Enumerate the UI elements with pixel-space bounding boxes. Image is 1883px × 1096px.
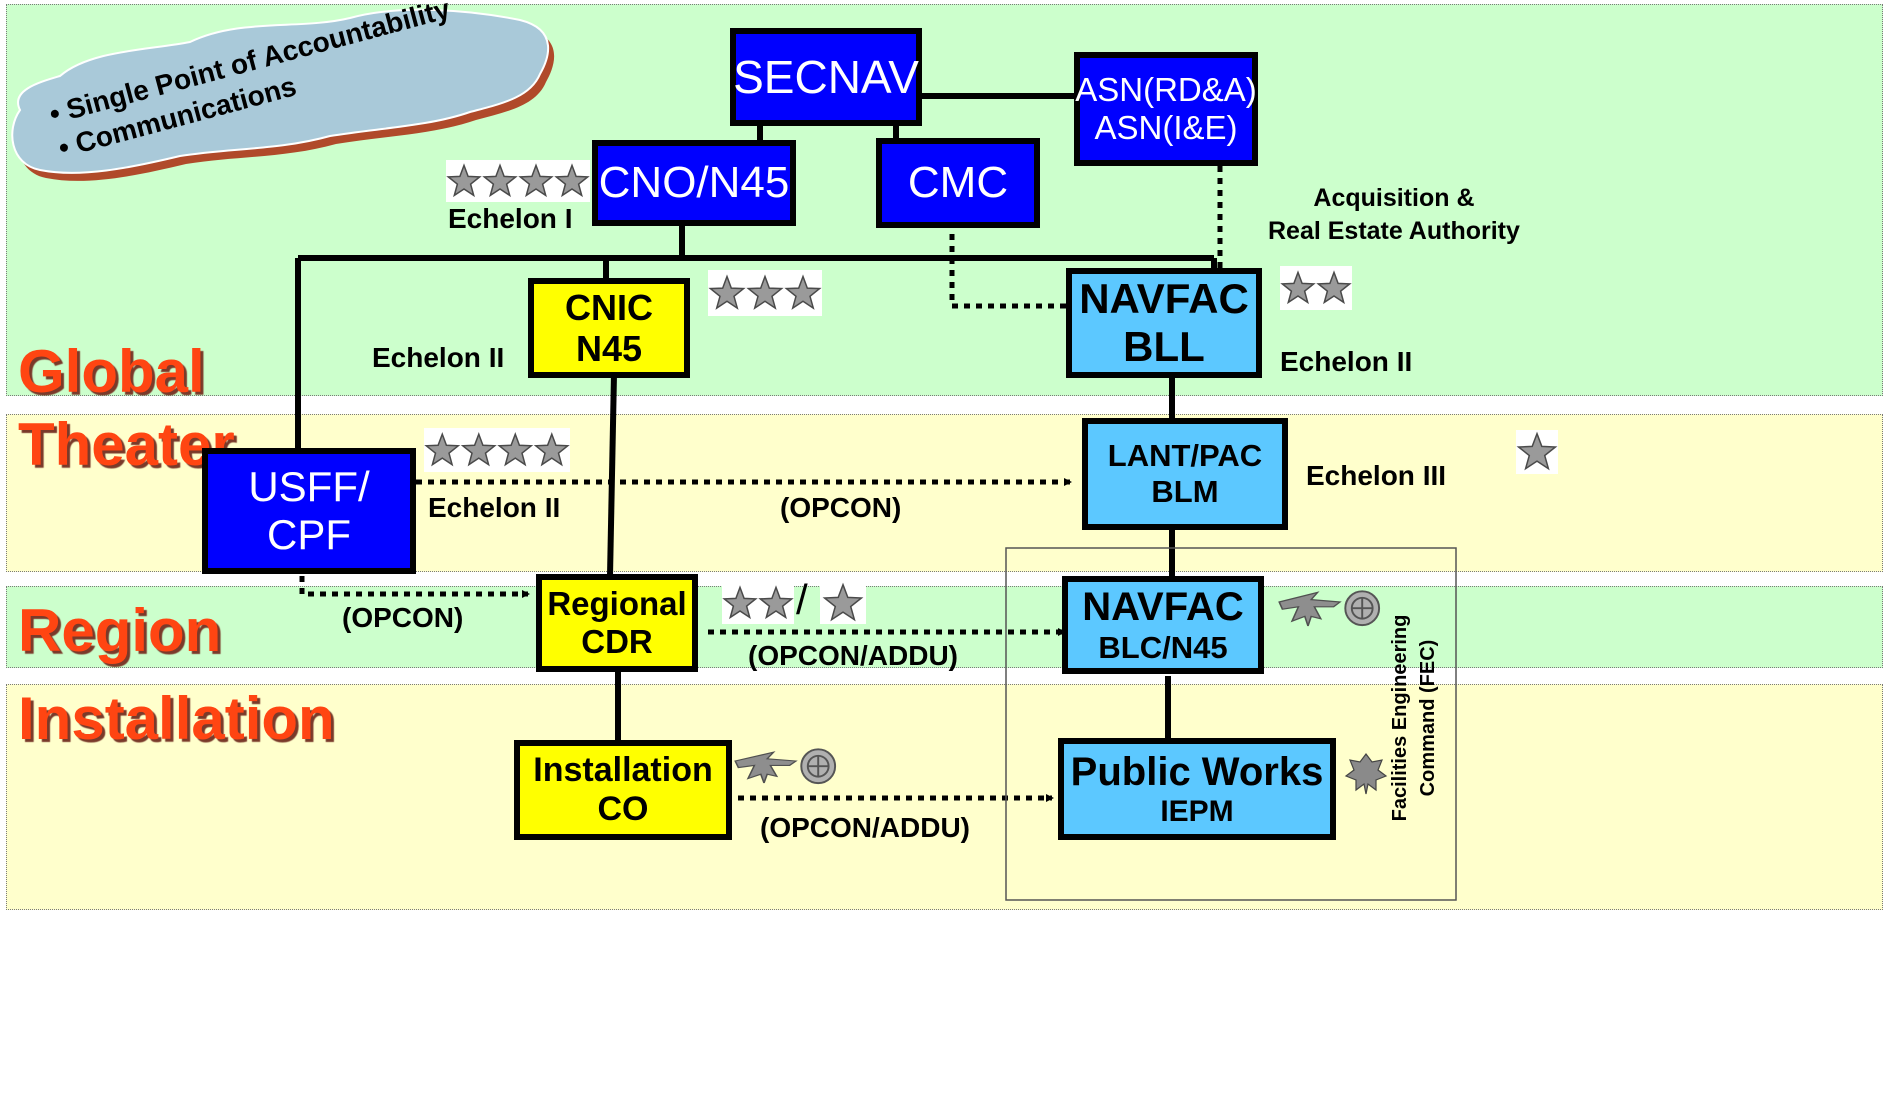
node-navfac-bll-line-2: BLL xyxy=(1123,323,1205,370)
connector-cnic-regional xyxy=(607,373,617,577)
star-icon xyxy=(708,274,746,310)
label-acquisition-line-2: Real Estate Authority xyxy=(1268,216,1520,245)
node-navfac-bll: NAVFAC BLL xyxy=(1066,268,1262,378)
node-installation-co-line-1: Installation xyxy=(533,750,713,789)
star-icon xyxy=(554,163,590,198)
node-secnav: SECNAV xyxy=(730,28,922,126)
stars-lant-pac xyxy=(1516,430,1558,474)
cec-insignia-installation-co xyxy=(800,748,837,785)
node-public-works-line-1: Public Works xyxy=(1070,749,1324,794)
star-icon xyxy=(482,163,518,198)
star-icon xyxy=(822,582,864,622)
connector-cmc-bll-dotted xyxy=(949,234,1070,309)
star-icon xyxy=(518,163,554,198)
band-label-global: Global xyxy=(18,338,205,405)
stars-navfac-bll xyxy=(1280,266,1352,310)
stars-usff xyxy=(424,428,570,472)
star-icon xyxy=(758,585,794,620)
node-asn-line-2: ASN(I&E) xyxy=(1094,109,1238,146)
stars-regional-cdr-before xyxy=(722,582,794,624)
label-echelon-2-navfac: Echelon II xyxy=(1280,346,1413,377)
star-icon xyxy=(424,432,461,467)
node-usff-line-1: USFF/ xyxy=(248,462,370,510)
node-navfac-bll-line-1: NAVFAC xyxy=(1079,274,1249,322)
star-icon xyxy=(746,274,784,310)
star-icon xyxy=(460,432,497,467)
star-icon xyxy=(722,585,758,620)
label-echelon-1: Echelon I xyxy=(448,203,573,234)
star-icon xyxy=(533,432,570,467)
eagle-insignia-installation-co xyxy=(734,751,797,784)
label-opcon-addu-installation: (OPCON/ADDU) xyxy=(760,812,970,843)
rank-divider: / xyxy=(796,576,808,623)
node-installation-co-line-2: CO xyxy=(597,790,649,828)
node-lant-pac-line-2: BLM xyxy=(1151,474,1219,509)
node-public-works-line-2: IEPM xyxy=(1160,794,1234,828)
node-public-works: Public Works IEPM xyxy=(1058,738,1336,840)
node-usff-line-2: CPF xyxy=(267,511,351,558)
band-label-region: Region xyxy=(18,597,222,664)
node-regional-cdr-line-1: Regional xyxy=(547,585,687,623)
node-installation-co: Installation CO xyxy=(514,740,732,840)
node-cnic-line-1: CNIC xyxy=(565,286,653,328)
label-echelon-3: Echelon III xyxy=(1306,460,1447,491)
band-label-theater: Theater xyxy=(18,411,235,478)
fec-boundary-box xyxy=(1005,547,1457,901)
stars-regional-cdr-after xyxy=(820,582,866,624)
cec-insignia-navfac-blc xyxy=(1344,590,1381,627)
node-cnic-line-2: N45 xyxy=(575,328,643,369)
node-navfac-blc-line-2: BLC/N45 xyxy=(1098,630,1228,666)
node-regional-cdr: Regional CDR xyxy=(536,574,698,672)
label-opcon-addu-region: (OPCON/ADDU) xyxy=(748,640,958,671)
node-navfac-blc-line-1: NAVFAC xyxy=(1082,585,1244,630)
star-icon xyxy=(1516,431,1558,471)
label-echelon-2-cnic: Echelon II xyxy=(372,342,505,373)
band-region xyxy=(6,586,1883,668)
node-lant-pac: LANT/PAC BLM xyxy=(1082,418,1288,530)
star-icon xyxy=(446,163,482,198)
star-icon xyxy=(1316,270,1352,305)
node-cmc: CMC xyxy=(876,138,1040,228)
band-label-installation: Installation xyxy=(18,685,335,752)
node-secnav-line-1: SECNAV xyxy=(733,50,919,103)
node-navfac-blc: NAVFAC BLC/N45 xyxy=(1062,576,1264,674)
node-asn: ASN(RD&A) ASN(I&E) xyxy=(1074,52,1258,166)
node-cnic: CNIC N45 xyxy=(528,278,690,378)
label-echelon-2-usff: Echelon II xyxy=(428,492,561,523)
node-usff: USFF/ CPF xyxy=(202,448,416,574)
stars-cnic xyxy=(708,270,822,316)
node-regional-cdr-line-2: CDR xyxy=(581,623,653,660)
star-icon xyxy=(497,432,534,467)
node-cmc-line-1: CMC xyxy=(907,157,1009,207)
callout-cloud xyxy=(11,8,555,181)
node-asn-line-1: ASN(RD&A) xyxy=(1075,71,1257,109)
stars-cno xyxy=(446,160,590,202)
label-acquisition-line-1: Acquisition & xyxy=(1313,184,1475,212)
label-opcon-region: (OPCON) xyxy=(342,602,464,633)
label-acquisition-authority: Acquisition & Real Estate Authority xyxy=(1268,182,1520,247)
node-lant-pac-line-1: LANT/PAC xyxy=(1107,438,1263,474)
node-cno: CNO/N45 xyxy=(592,140,796,226)
node-cno-line-1: CNO/N45 xyxy=(598,157,790,207)
star-icon xyxy=(784,274,822,310)
label-opcon-theater: (OPCON) xyxy=(780,492,902,523)
oak-leaf-insignia-public-works xyxy=(1344,753,1388,795)
star-icon xyxy=(1280,270,1316,305)
eagle-insignia-navfac-blc xyxy=(1278,591,1341,627)
